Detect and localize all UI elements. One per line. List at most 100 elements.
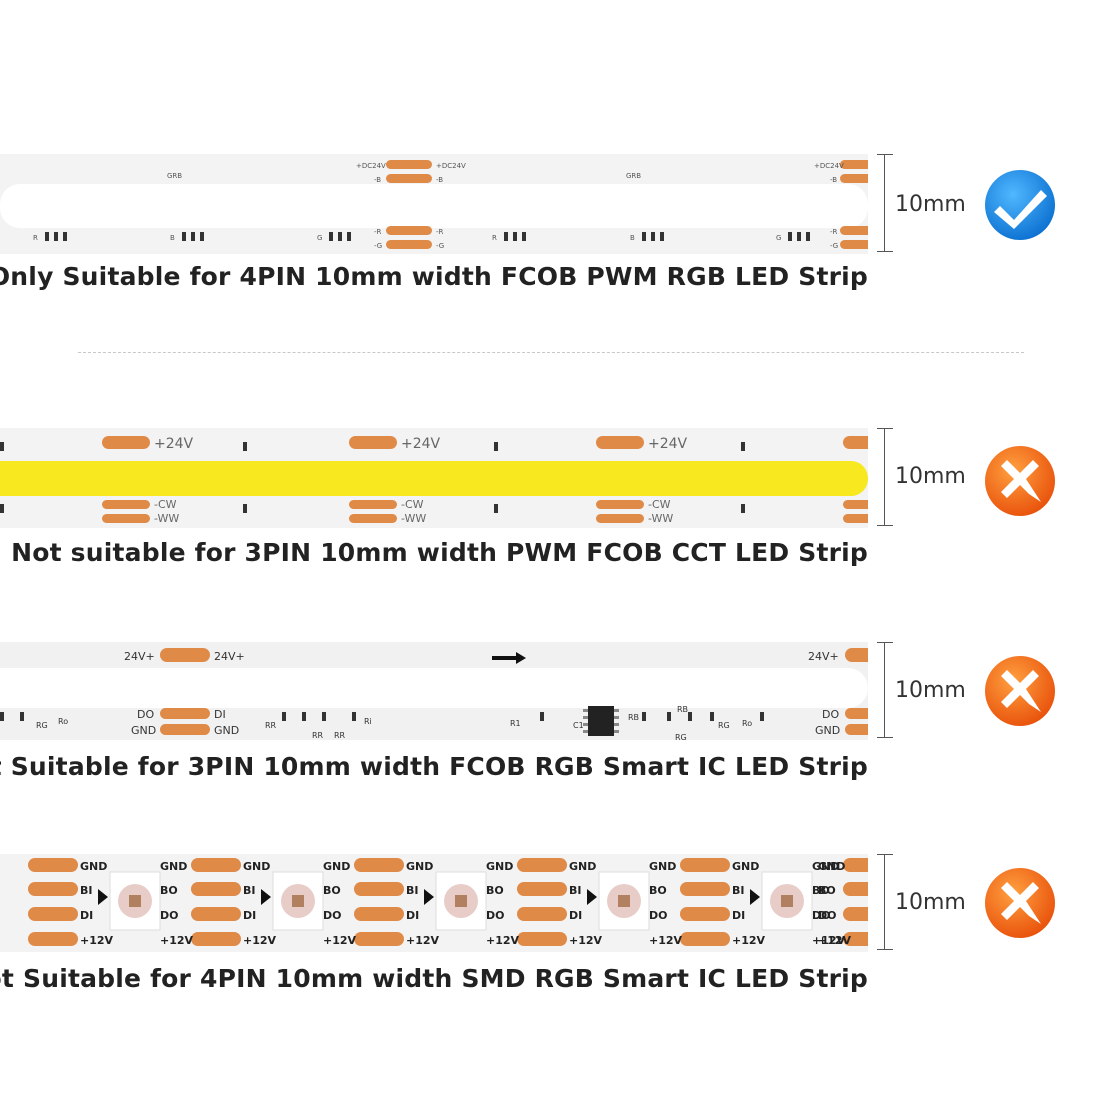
check-icon bbox=[985, 170, 1055, 240]
solder-pad bbox=[843, 436, 868, 449]
solder-pad bbox=[840, 174, 868, 183]
strip-label: +12V bbox=[80, 934, 114, 947]
strip-caption: Not Suitable for 4PIN 10mm width SMD RGB… bbox=[0, 964, 868, 993]
direction-arrow-icon bbox=[750, 889, 760, 905]
solder-pad bbox=[354, 932, 404, 946]
resistor bbox=[760, 712, 764, 721]
strip-label: +12V bbox=[818, 934, 852, 947]
solder-pad bbox=[596, 436, 644, 449]
strip-label: RG bbox=[718, 721, 730, 730]
resistor bbox=[651, 232, 655, 241]
direction-arrow-icon bbox=[424, 889, 434, 905]
strip-label: DO bbox=[812, 909, 830, 922]
solder-pad bbox=[843, 514, 868, 523]
strip-label: -R bbox=[830, 228, 838, 236]
strip-label: +DC24V bbox=[814, 162, 844, 170]
strip-label: GND bbox=[818, 860, 845, 873]
solder-pad bbox=[517, 907, 567, 921]
solder-pad bbox=[191, 858, 241, 872]
strip-label: +12V bbox=[812, 934, 846, 947]
strip-label: BO bbox=[818, 884, 836, 897]
strip-label: -G bbox=[374, 242, 382, 250]
strip-label: BI bbox=[243, 884, 255, 897]
cross-icon bbox=[985, 656, 1055, 726]
resistor bbox=[243, 504, 247, 513]
solder-pad bbox=[848, 932, 868, 946]
resistor bbox=[513, 232, 517, 241]
strip-label: DI bbox=[732, 909, 745, 922]
strip-label: C1 bbox=[573, 721, 584, 730]
solder-pad bbox=[160, 708, 210, 719]
strip-label: GND bbox=[812, 860, 839, 873]
strip-label: DO bbox=[160, 909, 178, 922]
solder-pad bbox=[596, 514, 644, 523]
strip-label: GND bbox=[649, 860, 676, 873]
strip-label: BI bbox=[406, 884, 418, 897]
strip-label: -CW bbox=[401, 498, 424, 511]
solder-pad bbox=[517, 882, 567, 896]
strip-label: +12V bbox=[569, 934, 603, 947]
resistor bbox=[45, 232, 49, 241]
strip-label: GND bbox=[815, 724, 840, 737]
strip-label: +12V bbox=[649, 934, 683, 947]
resistor bbox=[338, 232, 342, 241]
solder-pad bbox=[386, 226, 432, 235]
resistor bbox=[494, 504, 498, 513]
strip-label: -CW bbox=[648, 498, 671, 511]
strip-label: GND bbox=[732, 860, 759, 873]
strip-caption: Not Suitable for 3PIN 10mm width FCOB RG… bbox=[0, 752, 868, 781]
cross-icon bbox=[985, 868, 1055, 938]
strip-label: GRB bbox=[626, 172, 641, 180]
strip-row-fcob-cct: +24V-CW-WW+24V-CW-WW+24V-CW-WW 10mm Not … bbox=[0, 426, 1100, 576]
solder-pad bbox=[160, 724, 210, 735]
strip-label: DO bbox=[486, 909, 504, 922]
resistor bbox=[797, 232, 801, 241]
strip-label: GND bbox=[243, 860, 270, 873]
resistor bbox=[347, 232, 351, 241]
resistor bbox=[806, 232, 810, 241]
resistor bbox=[788, 232, 792, 241]
strip-label: GND bbox=[406, 860, 433, 873]
resistor bbox=[191, 232, 195, 241]
strip-label: RB bbox=[628, 713, 639, 722]
solder-pad bbox=[191, 882, 241, 896]
resistor bbox=[0, 712, 4, 721]
strip-label: DI bbox=[80, 909, 93, 922]
width-label: 10mm bbox=[895, 464, 966, 489]
strip-label: G bbox=[776, 234, 781, 242]
strip-label: R1 bbox=[510, 719, 521, 728]
resistor bbox=[688, 712, 692, 721]
width-label: 10mm bbox=[895, 678, 966, 703]
solder-pad bbox=[354, 858, 404, 872]
strip-label: 24V+ bbox=[808, 650, 839, 663]
strip-label: DI bbox=[214, 708, 226, 721]
solder-pad bbox=[596, 500, 644, 509]
strip-label: Ro bbox=[58, 717, 68, 726]
solder-pad bbox=[28, 932, 78, 946]
strip-label: GND bbox=[569, 860, 596, 873]
direction-arrow-icon bbox=[492, 652, 526, 664]
resistor bbox=[741, 442, 745, 451]
solder-pad bbox=[354, 907, 404, 921]
resistor bbox=[660, 232, 664, 241]
strip-label: -CW bbox=[154, 498, 177, 511]
direction-arrow-icon bbox=[261, 889, 271, 905]
solder-pad bbox=[28, 858, 78, 872]
smd-smart-ic-strip-image: GND BI DI +12V GND BO DO +12V GND BI DI +12V GND BO DO… bbox=[0, 854, 868, 952]
direction-arrow-icon bbox=[587, 889, 597, 905]
solder-pad bbox=[845, 724, 868, 735]
width-label: 10mm bbox=[895, 192, 966, 217]
solder-pad bbox=[28, 907, 78, 921]
solder-pad bbox=[680, 907, 730, 921]
strip-label: DO bbox=[818, 909, 836, 922]
solder-pad bbox=[386, 174, 432, 183]
resistor bbox=[182, 232, 186, 241]
strip-label: RR bbox=[265, 721, 277, 730]
strip-label: B bbox=[630, 234, 635, 242]
solder-pad bbox=[840, 160, 868, 169]
solder-pad bbox=[680, 882, 730, 896]
resistor bbox=[0, 442, 4, 451]
strip-label: BO bbox=[486, 884, 504, 897]
